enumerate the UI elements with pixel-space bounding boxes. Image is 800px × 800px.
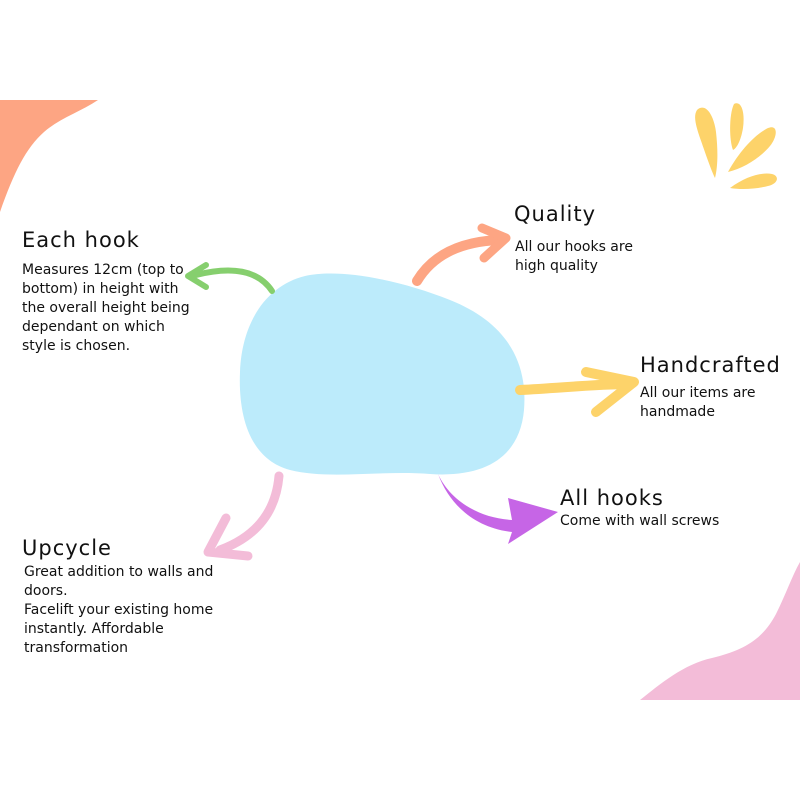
quality-line-2: high quality [515,258,598,274]
arrow-all-hooks [438,474,558,544]
arrow-upcycle-shaft [215,471,284,555]
arrow-each-hook [185,262,275,294]
upcycle-line-4: instantly. Affordable [24,621,164,637]
upcycle-line-3: Facelift your existing home [24,602,214,618]
arrow-quality-shaft [412,235,503,286]
splash-stroke-1 [695,107,718,178]
handcrafted-description: All our items are handmade [640,384,755,422]
quality-description: All our hooks are high quality [515,238,633,276]
splash-stroke-4 [730,173,777,190]
arrow-all-hooks-body [438,474,558,544]
arrow-handcrafted [515,367,639,417]
arrow-handcrafted-head [581,367,639,417]
each-hook-line-1: Measures 12cm (top to [22,262,184,278]
splash-stroke-3 [728,127,776,172]
splash-decoration [695,103,777,190]
each-hook-line-5: style is chosen. [22,338,131,354]
upcycle-description: Great addition to walls and doors. Facel… [24,563,213,658]
handcrafted-line-2: handmade [640,404,715,420]
arrow-upcycle [203,471,284,561]
arrow-each-hook-head [185,262,209,290]
corner-blob-top-left [0,100,98,212]
all-hooks-description: Come with wall screws [560,512,719,531]
arrow-quality [412,223,511,286]
handcrafted-title: Handcrafted [640,353,781,377]
each-hook-title: Each hook [22,228,140,252]
each-hook-description: Measures 12cm (top to bottom) in height … [22,261,190,356]
each-hook-line-3: the overall height being [22,300,190,316]
all-hooks-title: All hooks [560,486,664,510]
each-hook-line-4: dependant on which [22,319,165,335]
splash-stroke-2 [730,103,744,150]
all-hooks-line-1: Come with wall screws [560,513,720,529]
each-hook-line-2: bottom) in height with [22,281,179,297]
upcycle-title: Upcycle [22,536,112,560]
arrow-upcycle-head [203,513,253,561]
upcycle-line-5: transformation [24,640,129,656]
upcycle-line-1: Great addition to walls and [24,564,214,580]
arrow-handcrafted-shaft [515,379,635,395]
corner-blob-bottom-right [640,562,800,700]
central-blob [239,273,525,475]
quality-title: Quality [514,202,597,226]
upcycle-line-2: doors. [24,583,68,599]
arrow-each-hook-shaft [193,267,275,294]
quality-line-1: All our hooks are [515,239,633,255]
arrow-quality-head [477,223,511,263]
handcrafted-line-1: All our items are [640,385,756,401]
